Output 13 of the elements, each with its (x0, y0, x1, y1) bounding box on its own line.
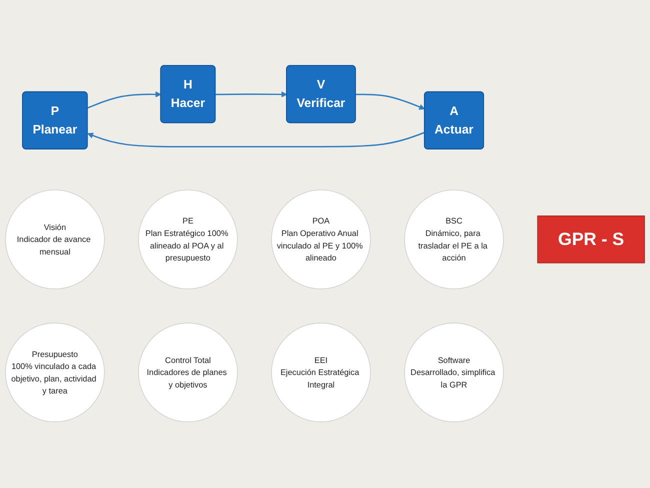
node-box: GPR - S (537, 216, 645, 264)
node-circle: Control Total Indicadores de planes y objetivos (138, 322, 238, 423)
arrow (216, 92, 288, 98)
node-circle: PE Plan Estratégico 100% alineado al POA y al presupuesto (138, 190, 238, 290)
arrow (87, 92, 162, 109)
node-circle: Presupuesto 100% vinculado a cada objetivo, plan, actividad y tarea (5, 322, 105, 423)
node-circle: BSC Dinámico, para trasladar el PE a la acción (404, 190, 504, 290)
arrow (87, 132, 425, 148)
node-circle: Software Desarrollado, simplifica la GPR (404, 322, 504, 423)
arrow (356, 94, 425, 110)
node-circle: Visión Indicador de avance mensual (5, 190, 105, 290)
node-circle: EEI Ejecución Estratégica Integral (271, 322, 371, 423)
node-circle: POA Plan Operativo Anual vinculado al PE y 100% alineado (271, 190, 371, 290)
